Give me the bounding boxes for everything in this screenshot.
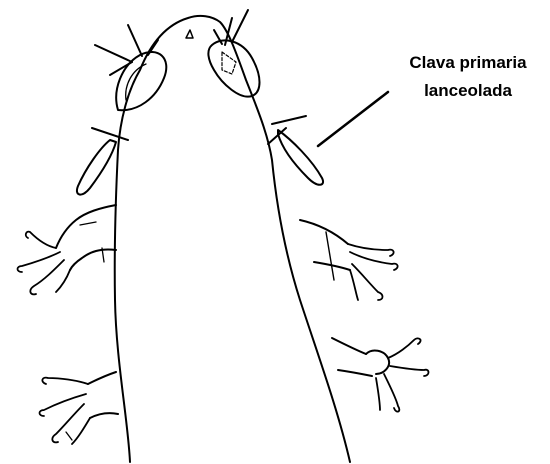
right-clava-spine	[272, 116, 306, 124]
right-leg-2-claws	[376, 338, 429, 411]
left-cirrus-1	[95, 45, 132, 62]
left-clava	[77, 140, 116, 195]
body-outline	[115, 16, 350, 462]
right-cirrus-2	[232, 10, 248, 42]
left-leg-1-claws	[18, 232, 71, 295]
right-leg-2-pad	[366, 351, 389, 374]
left-leg-2-inner	[66, 432, 72, 440]
left-cirrus-3	[128, 25, 142, 56]
right-clava	[278, 130, 323, 185]
right-leg-1-claws	[348, 244, 398, 300]
annotation-pointer-line	[318, 92, 388, 146]
left-leg-1	[56, 205, 116, 270]
left-clava-spine	[92, 128, 128, 140]
annotation-label-line-1: Clava primaria	[409, 53, 527, 72]
right-leg-1-spine	[326, 232, 334, 280]
right-lobe-inner	[222, 52, 236, 74]
right-leg-1	[300, 220, 350, 270]
annotation-label-line-2: lanceolada	[424, 81, 512, 100]
left-head-lobe	[116, 52, 166, 110]
left-cirrus-2	[110, 62, 132, 75]
left-leg-2-claws	[40, 378, 91, 444]
eyespot	[186, 30, 193, 38]
left-leg-2	[88, 372, 118, 418]
right-leg-2	[332, 338, 372, 376]
